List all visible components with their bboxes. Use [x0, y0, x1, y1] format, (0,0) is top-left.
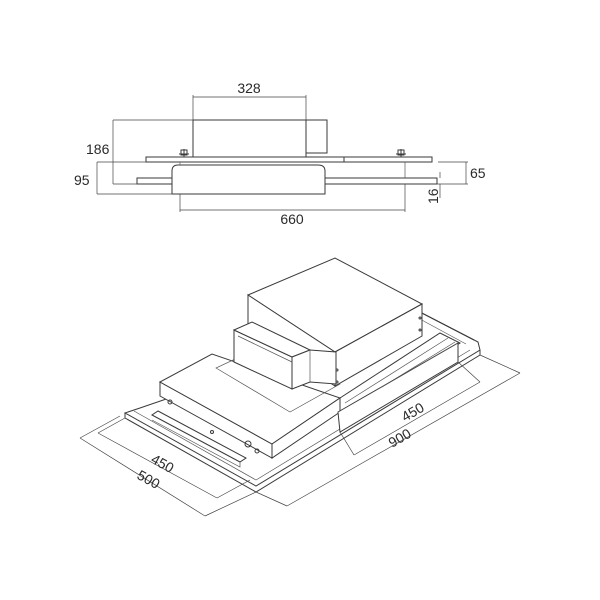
dim-body-height: 95 — [74, 172, 90, 188]
dim-glass-thickness: 16 — [425, 188, 441, 204]
isometric-view: 450 500 450 900 — [79, 257, 521, 517]
right-rail — [324, 177, 438, 185]
upper-plate-right — [343, 156, 433, 163]
screw-icon — [210, 430, 214, 434]
handle-bar — [151, 410, 247, 463]
side-view: 328 186 95 660 65 16 — [74, 80, 486, 227]
bolt-icon — [179, 149, 189, 157]
outlet-flange — [305, 119, 328, 154]
upper-plate — [145, 156, 345, 163]
hood-body — [171, 164, 326, 195]
dim-top-width: 328 — [237, 80, 261, 96]
dim-outer-width: 900 — [386, 425, 414, 451]
left-rail — [136, 177, 173, 185]
screw-icon — [244, 440, 252, 448]
dim-total-height: 186 — [86, 141, 110, 157]
dim-outer-depth: 500 — [135, 467, 163, 492]
screw-icon — [254, 448, 260, 454]
motor-box — [192, 119, 307, 158]
screw-icon — [167, 399, 173, 405]
dim-right-height: 65 — [470, 165, 486, 181]
dim-body-width: 660 — [280, 211, 304, 227]
bolt-icon — [396, 149, 406, 157]
